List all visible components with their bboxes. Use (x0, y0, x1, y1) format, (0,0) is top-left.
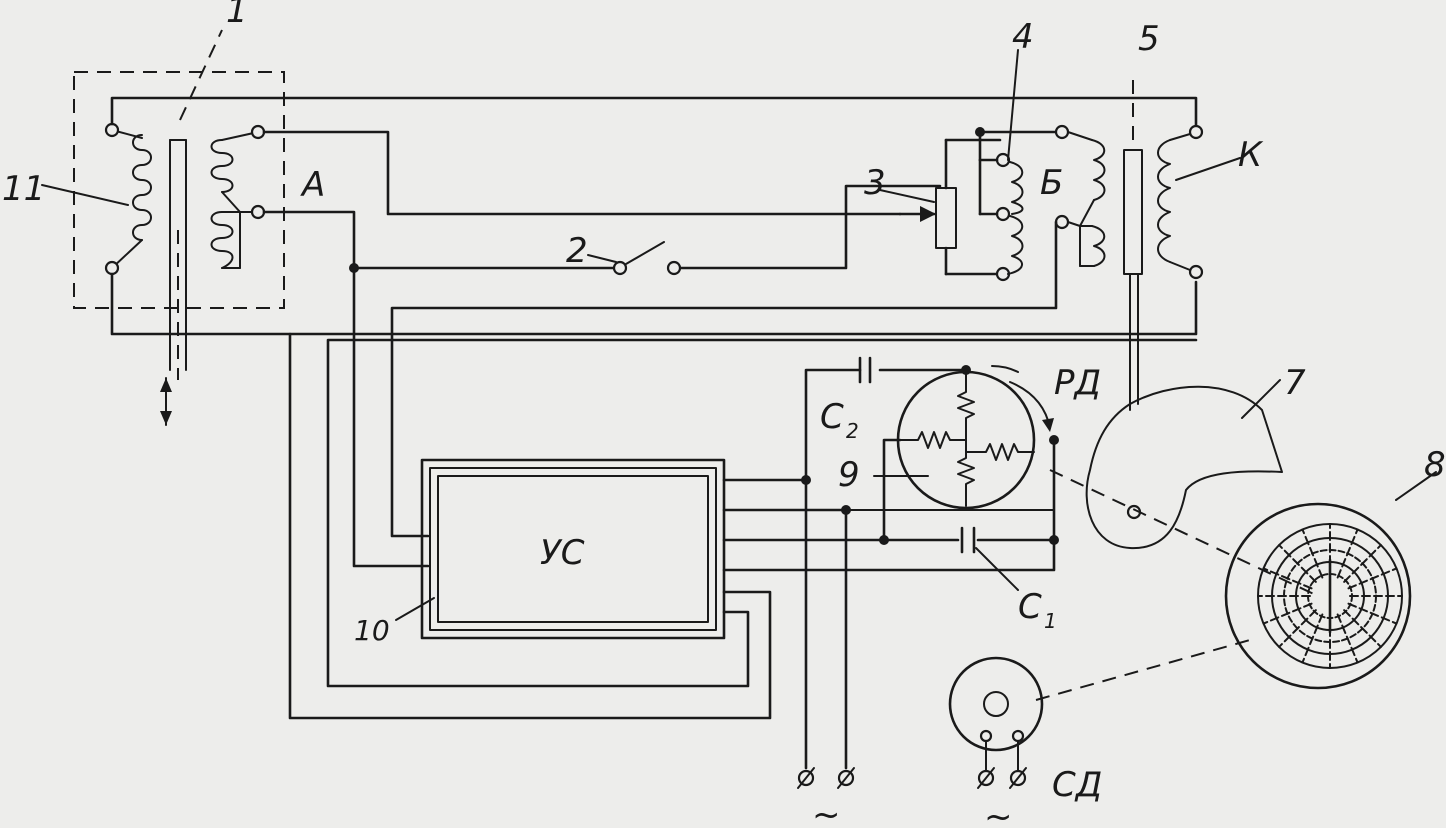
label-c2-sub: 2 (846, 419, 859, 443)
coil-4-lower (1007, 215, 1024, 275)
terminal-a-top (250, 124, 266, 140)
label-ac-left: ~ (812, 795, 841, 828)
disk-spoke (1301, 528, 1324, 579)
disk-spoke (1347, 602, 1398, 625)
disk-spoke (1262, 602, 1313, 625)
label-us: УС (540, 533, 585, 573)
motor-rd (804, 356, 1059, 770)
movement-arrow-icon (160, 377, 172, 426)
label-8: 8 (1424, 445, 1446, 485)
mechanical-link-1 (1049, 469, 1319, 597)
junction-354 (349, 263, 359, 273)
terminal-11-bottom (104, 260, 120, 276)
disk-spoke (1343, 609, 1382, 648)
coil-b-upper (1091, 139, 1106, 201)
rheostat-3 (879, 138, 1002, 276)
disk-spoke (1301, 613, 1324, 664)
disk-spoke (1278, 544, 1317, 583)
label-5: 5 (1138, 19, 1160, 59)
label-c2: С (820, 397, 844, 437)
disk-spoke (1262, 567, 1313, 590)
label-c1: С (1018, 587, 1042, 627)
mechanical-link-2 (1035, 639, 1251, 701)
ac-terminals-left (797, 767, 855, 789)
disk-spoke (1278, 609, 1317, 648)
label-ac-right: ~ (984, 797, 1013, 828)
label-k: К (1238, 135, 1264, 175)
label-sd: СД (1052, 765, 1102, 805)
label-9: 9 (838, 455, 860, 495)
top-wiring (110, 96, 1198, 336)
amplifier-us (352, 266, 1056, 770)
label-a: А (300, 165, 325, 205)
disk-spoke (1347, 567, 1398, 590)
transformer-11 (41, 29, 285, 426)
cam-7 (1085, 379, 1283, 550)
label-1: 1 (226, 0, 248, 31)
coil-4-upper (1009, 161, 1024, 215)
transformer-4 (390, 49, 1106, 538)
label-2: 2 (566, 231, 588, 271)
motor-sd (948, 656, 1044, 789)
element-5-and-coil-k (1123, 80, 1241, 411)
label-c1-sub: 1 (1044, 609, 1057, 633)
switch-2 (587, 241, 682, 276)
label-b: Б (1040, 163, 1063, 203)
label-rd: РД (1054, 363, 1101, 403)
rod-5 (1123, 149, 1143, 275)
label-10: 10 (354, 614, 390, 647)
label-3: 3 (864, 163, 886, 203)
secondary-coil-top (210, 139, 234, 193)
disk-8 (1224, 471, 1437, 690)
label-11: 11 (2, 169, 45, 209)
transformer-enclosure (73, 71, 285, 309)
label-7: 7 (1284, 363, 1306, 403)
secondary-coil-bottom (210, 211, 234, 269)
primary-coil (132, 134, 152, 241)
coil-b-lower (1091, 225, 1106, 267)
lower-loops (288, 332, 1198, 720)
capacitor-c1 (879, 526, 1059, 591)
coil-k (1157, 139, 1171, 263)
terminal-11-top (104, 122, 120, 138)
disk-spoke (1336, 528, 1359, 579)
disk-spoke (1336, 613, 1359, 664)
terminal-a-bottom (250, 204, 266, 220)
label-4: 4 (1012, 17, 1034, 57)
disk-spoke (1343, 544, 1382, 583)
